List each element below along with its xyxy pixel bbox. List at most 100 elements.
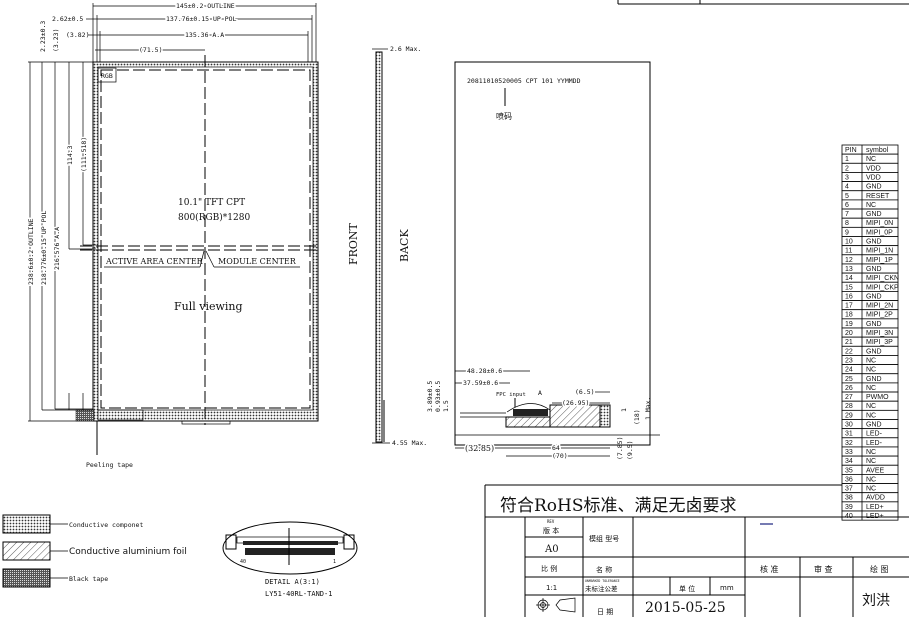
dim-outline-width: 145±0.2 OUTLINE xyxy=(176,2,235,10)
pin-number: 34 xyxy=(845,458,853,465)
pin-symbol: LED+ xyxy=(866,504,884,511)
pin-row-cell xyxy=(841,510,899,521)
pin-number: 21 xyxy=(845,339,853,346)
pin-symbol: NC xyxy=(866,202,876,209)
date-label: 日 期 xyxy=(597,608,613,616)
rev-label: 版 本 xyxy=(543,526,559,535)
pin-symbol: AVEE xyxy=(866,467,884,474)
pin-symbol: NC xyxy=(866,412,876,419)
pin-symbol: MIPI_2N xyxy=(866,303,893,310)
pin-symbol: LED- xyxy=(866,431,883,438)
pin-number: 26 xyxy=(845,385,853,392)
dim-48: 48.28±0.6 xyxy=(467,367,502,375)
pin-number: 11 xyxy=(845,248,852,255)
pin-symbol: MIPI_CKN xyxy=(866,275,899,282)
drawn-label: 绘 图 xyxy=(870,564,889,574)
dim-18: (18) xyxy=(633,409,641,425)
pin-number: 6 xyxy=(845,202,849,209)
side-view: 2.6 Max. 4.55 Max. FRONT BACK xyxy=(347,45,427,447)
pin-number: 4 xyxy=(845,184,849,191)
pin-symbol: LED- xyxy=(866,440,883,447)
pin-symbol: MIPI_2P xyxy=(866,312,893,319)
top-thickness-label: 2.6 Max. xyxy=(390,45,421,53)
pin-symbol: GND xyxy=(866,321,882,328)
active-area-center-label: ACTIVE AREA CENTER xyxy=(105,257,204,266)
model-label: 模组 型号 xyxy=(589,534,619,543)
pin-symbol: NC xyxy=(866,403,876,410)
pin-number: 31 xyxy=(845,431,853,438)
pin-symbol: GND xyxy=(866,293,882,300)
pin-header: PIN xyxy=(845,147,857,154)
pin-number: 18 xyxy=(845,312,853,319)
rev-en-label: REV xyxy=(547,519,555,524)
pin-symbol: GND xyxy=(866,348,882,355)
pin-number: 35 xyxy=(845,467,853,474)
top-table-fragment xyxy=(617,0,909,5)
tolerance-en-label: UNMARKED TOLERANCE xyxy=(585,579,620,583)
pin-number: 27 xyxy=(845,394,853,401)
dim-aa-height: 216.576 A.A xyxy=(53,227,61,270)
pin-number: 15 xyxy=(845,284,853,291)
pin-number: 39 xyxy=(845,504,853,511)
dim-32: (32.85) xyxy=(465,444,494,453)
dim-left-offset-pol: 2.62±0.5 xyxy=(52,15,83,23)
dim-3-89: 3.89±0.5 xyxy=(426,381,434,412)
pin-number: 22 xyxy=(845,348,853,355)
drawn-by: 刘洪 xyxy=(862,593,890,609)
pin-number: 38 xyxy=(845,495,853,502)
pin-symbol: NC xyxy=(866,476,876,483)
pin-symbol: NC xyxy=(866,156,876,163)
unit-label: 单 位 xyxy=(679,584,695,593)
dim-top-offset-aa: (3.23) xyxy=(52,29,60,52)
pin-number: 25 xyxy=(845,376,853,383)
rev-value: A0 xyxy=(544,544,559,555)
pin-number: 12 xyxy=(845,257,853,264)
dim-aa-width: 135.36 A.A xyxy=(185,31,224,39)
pin-number: 30 xyxy=(845,422,853,429)
detail-pin-1: 1 xyxy=(333,559,336,565)
pin-row: 39 LED+ xyxy=(841,501,899,512)
serial-code: 20811010520005 CPT 101 YYMMDD xyxy=(467,77,581,85)
pin-number: 19 xyxy=(845,321,853,328)
pin-row: 18 MIPI_2P xyxy=(841,309,899,320)
review-label: 审 查 xyxy=(814,564,833,574)
dim-pol-width: 137.76±0.15 UP POL xyxy=(166,15,237,23)
pin-number: 23 xyxy=(845,357,853,364)
pin-row: 6 NC xyxy=(841,199,899,210)
dim-aa-center-y: (111.518) xyxy=(80,137,88,172)
dim-0-93: 0.93±0.5 xyxy=(434,381,442,412)
dim-1max: 1 Max. xyxy=(644,397,652,420)
pin-symbol: MIPI_0P xyxy=(866,229,893,236)
scale-label: 比 例 xyxy=(541,564,557,573)
marker-a: A xyxy=(538,389,542,397)
full-viewing-label: Full viewing xyxy=(174,300,243,313)
material-legend: Conductive componet Conductive aluminium… xyxy=(2,514,187,588)
pin-number: 7 xyxy=(845,211,849,218)
dim-6-5: (6.5) xyxy=(575,388,595,396)
back-label: BACK xyxy=(398,229,411,262)
pin-symbol: GND xyxy=(866,266,882,273)
pin-number: 2 xyxy=(845,165,849,172)
pin-row: 19 GND xyxy=(841,318,899,329)
pin-number: 33 xyxy=(845,449,853,456)
dim-70: (70) xyxy=(552,452,568,460)
